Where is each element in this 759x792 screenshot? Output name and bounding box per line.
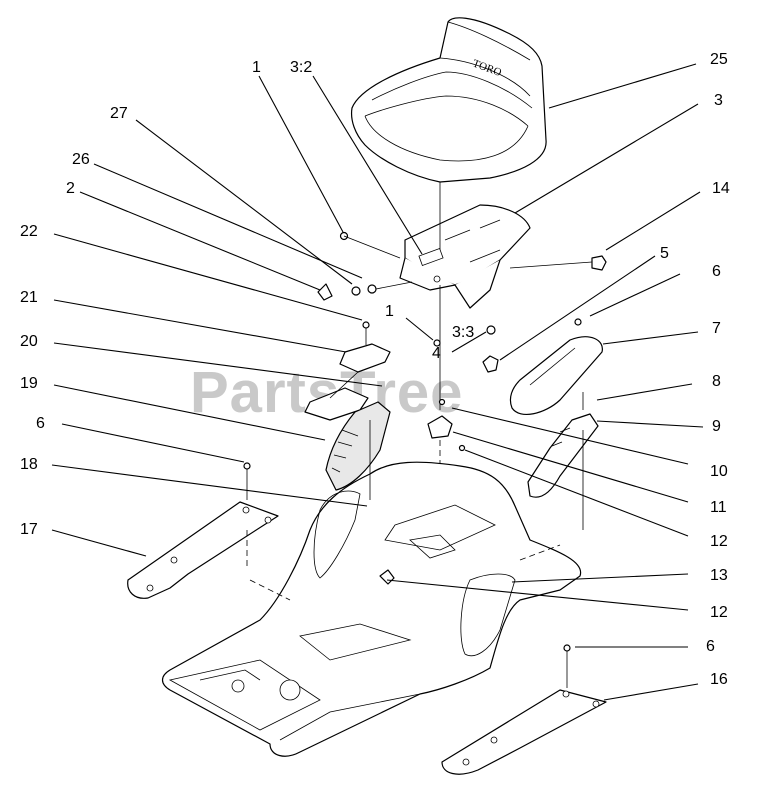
- callout-6-top: 6: [712, 263, 721, 280]
- leader-lines: [51, 63, 704, 701]
- bracket-9-part: [527, 392, 599, 498]
- callout-labels: 25 3 14 5 6 7 8 9 10 11 12 13 12 6 16 1 …: [20, 51, 730, 688]
- callout-5: 5: [660, 245, 669, 262]
- callout-12-upper: 12: [710, 533, 728, 550]
- callout-1-mid: 1: [385, 303, 394, 320]
- callout-9: 9: [712, 418, 721, 435]
- fender-body-part: [161, 461, 582, 757]
- callout-17: 17: [20, 521, 38, 538]
- callout-12-lower: 12: [710, 604, 728, 621]
- plate-17-part: [127, 462, 279, 599]
- callout-1-top: 1: [252, 59, 261, 76]
- callout-26: 26: [72, 151, 90, 168]
- callout-3-3: 3:3: [452, 324, 474, 341]
- callout-10: 10: [710, 463, 728, 480]
- pad-7-part: [509, 318, 603, 416]
- callout-27: 27: [110, 105, 128, 122]
- callout-13: 13: [710, 567, 728, 584]
- plate-16-part: [441, 644, 607, 775]
- callout-7: 7: [712, 320, 721, 337]
- callout-6-lower: 6: [706, 638, 715, 655]
- callout-22: 22: [20, 223, 38, 240]
- callout-19: 19: [20, 375, 38, 392]
- knob-part: [509, 255, 607, 271]
- bracket-small-part: [433, 325, 499, 373]
- callout-3: 3: [714, 92, 723, 109]
- callout-2: 2: [66, 180, 75, 197]
- seat-part: TORO: [350, 17, 547, 183]
- callout-16: 16: [710, 671, 728, 688]
- bracket-center-part: [427, 398, 466, 452]
- seat-plate-part: [399, 204, 531, 309]
- callout-20: 20: [20, 333, 38, 350]
- callout-25: 25: [710, 51, 728, 68]
- pad-19-part: [325, 401, 391, 491]
- callout-3-2: 3:2: [290, 59, 312, 76]
- callout-6-left: 6: [36, 415, 45, 432]
- callout-8: 8: [712, 373, 721, 390]
- callout-11: 11: [710, 499, 727, 516]
- callout-18: 18: [20, 456, 38, 473]
- callout-4: 4: [432, 345, 441, 362]
- fasteners-upper-left: [317, 231, 413, 345]
- plate-21-part: [304, 343, 391, 421]
- callout-14: 14: [712, 180, 730, 197]
- callout-21: 21: [20, 289, 38, 306]
